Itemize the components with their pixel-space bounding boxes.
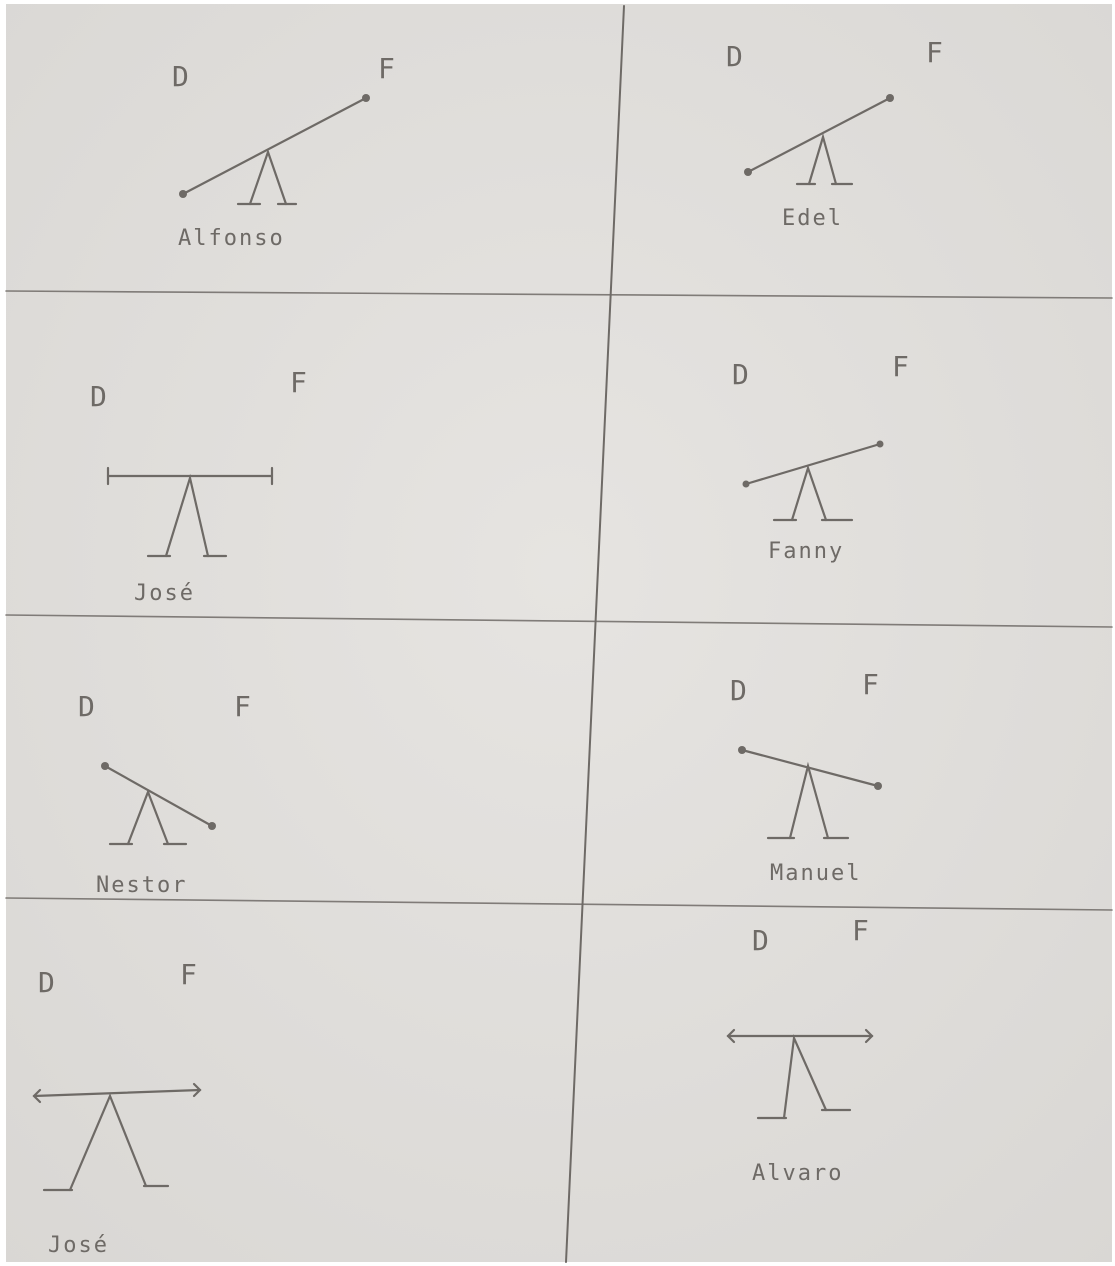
seesaw-icon (740, 748, 880, 840)
letter-f: F (852, 914, 869, 947)
beam-end-right (362, 94, 370, 102)
person-name: Manuel (770, 861, 861, 886)
person-name: José (134, 581, 195, 606)
horizontal-divider-1 (5, 290, 1113, 299)
letter-f: F (180, 958, 197, 991)
letter-d: D (726, 40, 743, 73)
seesaw-panel-jose-2: D F José (32, 958, 202, 1258)
grid-lines (5, 5, 1113, 1263)
beam-end-right (208, 822, 216, 830)
letter-d: D (38, 966, 55, 999)
person-name: Alfonso (178, 226, 285, 251)
beam-end-right (874, 782, 882, 790)
person-name: Alvaro (752, 1161, 843, 1186)
paper-background (6, 4, 1112, 1262)
letter-d: D (90, 380, 107, 413)
horizontal-divider-2 (5, 614, 1113, 628)
seesaw-panel-alvaro: D F Alvaro (726, 914, 874, 1186)
letter-d: D (78, 690, 95, 723)
seesaw-icon (181, 96, 368, 206)
seesaw-icon (103, 764, 214, 846)
letter-f: F (862, 668, 879, 701)
beam-end-left (742, 480, 750, 488)
seesaw-panel-fanny: D F Fanny (732, 350, 909, 564)
beam-end-right (886, 94, 894, 102)
vertical-divider (565, 5, 625, 1263)
beam-end-left (738, 746, 746, 754)
letter-d: D (172, 60, 189, 93)
beam-end-left (179, 190, 187, 198)
seesaw-icon (106, 466, 274, 558)
horizontal-divider-3 (5, 897, 1113, 911)
seesaw-icon (726, 1028, 874, 1120)
letter-d: D (730, 674, 747, 707)
beam-end-left (101, 762, 109, 770)
letter-d: D (752, 924, 769, 957)
beam-end-left (744, 168, 752, 176)
person-name: Nestor (96, 873, 187, 898)
letter-f: F (378, 52, 395, 85)
person-name: José (48, 1233, 109, 1258)
seesaw-icon (746, 96, 892, 186)
seesaw-icon (744, 442, 882, 522)
letter-f: F (234, 690, 251, 723)
person-name: Fanny (768, 539, 844, 564)
seesaw-panel-jose-1: D F José (90, 366, 307, 606)
seesaw-panel-nestor: D F Nestor (78, 690, 251, 898)
seesaw-icon (32, 1082, 202, 1192)
person-name: Edel (782, 206, 843, 231)
letter-f: F (892, 350, 909, 383)
beam-end-right (876, 440, 884, 448)
letter-f: F (926, 36, 943, 69)
letter-f: F (290, 366, 307, 399)
seesaw-panel-manuel: D F Manuel (730, 668, 882, 886)
letter-d: D (732, 358, 749, 391)
seesaw-panel-alfonso: D F Alfonso (172, 52, 395, 251)
seesaw-panel-edel: D F Edel (726, 36, 943, 231)
